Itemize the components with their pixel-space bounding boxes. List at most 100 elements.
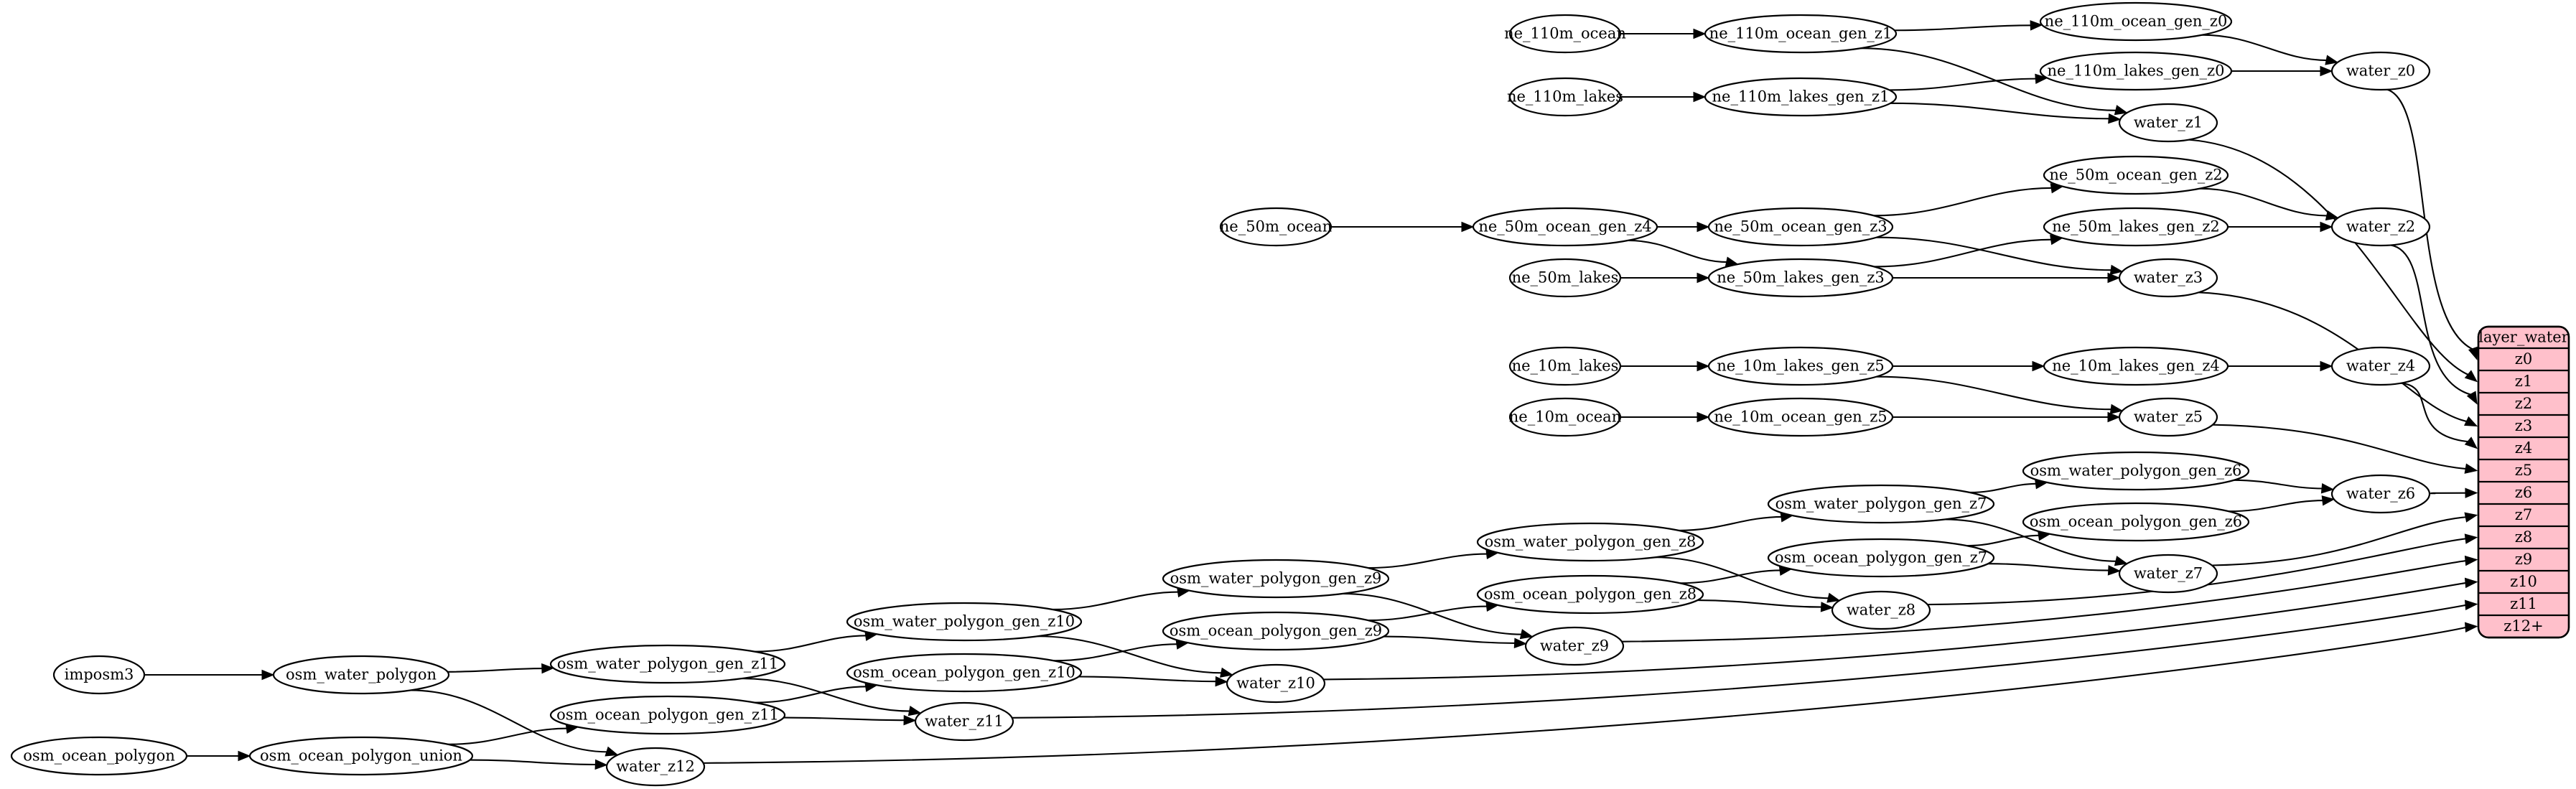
edge-osm_ocean_polygon_union-to-osm_ocean_polygon_gen_z11: [448, 727, 569, 745]
node-shape: [1831, 590, 1931, 630]
node-osm_ocean_polygon_union[interactable]: osm_ocean_polygon_union: [248, 736, 474, 776]
node-label: water_z8: [1847, 602, 1915, 619]
node-ne_110m_lakes_gen_z0[interactable]: ne_110m_lakes_gen_z0: [2039, 51, 2233, 91]
node-osm_ocean_polygon[interactable]: osm_ocean_polygon: [10, 736, 188, 776]
edge-arrowhead: [2108, 113, 2122, 124]
node-water_z3[interactable]: water_z3: [2118, 258, 2218, 298]
node-ne_110m_lakes[interactable]: ne_110m_lakes: [1507, 77, 1623, 117]
node-shape: [2330, 474, 2431, 514]
edge-ne_110m_ocean_gen_z1-to-water_z1: [1860, 47, 2117, 111]
node-shape: [1162, 611, 1390, 651]
edge-osm_water_polygon_gen_z7-to-water_z7: [1944, 518, 2117, 562]
node-ne_50m_ocean[interactable]: ne_50m_ocean: [1220, 207, 1332, 247]
edge-ne_50m_ocean_gen_z3-to-ne_50m_ocean_gen_z2: [1873, 187, 2053, 217]
node-label: ne_10m_ocean_gen_z5: [1714, 408, 1887, 426]
node-label: water_z10: [1236, 675, 1315, 692]
node-label: osm_water_polygon_gen_z7: [1775, 495, 1987, 513]
node-imposm3[interactable]: imposm3: [52, 655, 146, 695]
edge-arrowhead: [2464, 622, 2478, 632]
node-ne_50m_ocean_gen_z4[interactable]: ne_50m_ocean_gen_z4: [1472, 207, 1658, 247]
node-ne_110m_ocean_gen_z0[interactable]: ne_110m_ocean_gen_z0: [2039, 1, 2233, 42]
node-ne_10m_lakes_gen_z5[interactable]: ne_10m_lakes_gen_z5: [1707, 346, 1894, 386]
node-shape: [846, 602, 1083, 642]
edge-arrowhead: [2030, 20, 2043, 31]
edge-water_z8-to-layer_water-z8: [1927, 538, 2468, 606]
node-osm_water_polygon_gen_z11[interactable]: osm_water_polygon_gen_z11: [549, 644, 786, 684]
node-ne_50m_ocean_gen_z3[interactable]: ne_50m_ocean_gen_z3: [1707, 207, 1894, 247]
node-shape: [2043, 346, 2229, 386]
node-label: ne_10m_ocean: [1509, 408, 1621, 426]
node-osm_ocean_polygon_gen_z6[interactable]: osm_ocean_polygon_gen_z6: [2022, 502, 2250, 542]
edge-arrowhead: [1693, 91, 1707, 103]
node-water_z10[interactable]: water_z10: [1226, 663, 1326, 704]
node-shape: [1707, 258, 1894, 298]
node-osm_water_polygon[interactable]: osm_water_polygon: [272, 655, 450, 695]
node-water_z1[interactable]: water_z1: [2118, 103, 2218, 143]
node-ne_10m_lakes[interactable]: ne_10m_lakes: [1508, 346, 1622, 386]
edge-arrowhead: [2109, 403, 2124, 415]
edge-arrowhead: [2464, 577, 2478, 589]
node-osm_ocean_polygon_gen_z10[interactable]: osm_ocean_polygon_gen_z10: [846, 653, 1083, 693]
node-label: osm_water_polygon_gen_z10: [854, 613, 1075, 630]
node-ne_50m_lakes[interactable]: ne_50m_lakes: [1508, 258, 1622, 298]
node-shape: [1707, 397, 1894, 437]
edge-water_z2-to-layer_water-z2: [2390, 244, 2473, 396]
node-water_z8[interactable]: water_z8: [1831, 590, 1931, 630]
node-shape: [2118, 397, 2218, 437]
node-ne_110m_ocean[interactable]: ne_110m_ocean: [1504, 14, 1626, 54]
node-shape: [272, 655, 450, 695]
node-osm_ocean_polygon_gen_z11[interactable]: osm_ocean_polygon_gen_z11: [549, 695, 786, 735]
edge-arrowhead: [2468, 346, 2478, 360]
node-osm_ocean_polygon_gen_z8[interactable]: osm_ocean_polygon_gen_z8: [1476, 574, 1704, 615]
node-ne_10m_lakes_gen_z4[interactable]: ne_10m_lakes_gen_z4: [2043, 346, 2229, 386]
edge-osm_ocean_polygon_gen_z6-to-water_z6: [2229, 499, 2324, 513]
edge-water_z3-to-layer_water-z3: [2198, 291, 2468, 423]
edge-arrowhead: [1820, 602, 1834, 612]
node-ne_50m_lakes_gen_z2[interactable]: ne_50m_lakes_gen_z2: [2043, 207, 2229, 247]
node-osm_ocean_polygon_gen_z9[interactable]: osm_ocean_polygon_gen_z9: [1162, 611, 1390, 651]
node-water_z5[interactable]: water_z5: [2118, 397, 2218, 437]
node-shape: [1767, 538, 1995, 578]
node-ne_110m_lakes_gen_z1[interactable]: ne_110m_lakes_gen_z1: [1704, 77, 1898, 117]
edge-osm_ocean_polygon_gen_z8-to-water_z8: [1697, 599, 1823, 608]
node-ne_10m_ocean_gen_z5[interactable]: ne_10m_ocean_gen_z5: [1707, 397, 1894, 437]
node-label: osm_water_polygon_gen_z6: [2030, 462, 2242, 480]
node-label: osm_ocean_polygon_gen_z8: [1484, 586, 1697, 603]
table-cell-label: z7: [2515, 506, 2532, 523]
table-cell-label: z11: [2510, 595, 2537, 612]
edge-water_z11-to-layer_water-z11: [1012, 604, 2468, 719]
node-shape: [1226, 663, 1326, 704]
table-cell-label: z4: [2515, 439, 2532, 457]
node-osm_water_polygon_gen_z7[interactable]: osm_water_polygon_gen_z7: [1767, 484, 1995, 524]
node-osm_water_polygon_gen_z9[interactable]: osm_water_polygon_gen_z9: [1162, 559, 1390, 599]
node-water_z11[interactable]: water_z11: [914, 701, 1014, 742]
edge-arrowhead: [2114, 556, 2128, 566]
node-ne_50m_ocean_gen_z2[interactable]: ne_50m_ocean_gen_z2: [2043, 155, 2229, 195]
node-label: water_z3: [2134, 269, 2203, 286]
node-ne_50m_lakes_gen_z3[interactable]: ne_50m_lakes_gen_z3: [1707, 258, 1894, 298]
edge-osm_ocean_polygon_gen_z11-to-osm_ocean_polygon_gen_z10: [755, 686, 867, 704]
node-shape: [2043, 155, 2229, 195]
edge-osm_water_polygon_gen_z9-to-osm_water_polygon_gen_z8: [1368, 553, 1488, 569]
node-osm_water_polygon_gen_z6[interactable]: osm_water_polygon_gen_z6: [2022, 451, 2250, 491]
node-ne_110m_ocean_gen_z1[interactable]: ne_110m_ocean_gen_z1: [1704, 14, 1898, 54]
node-water_z2[interactable]: water_z2: [2330, 207, 2431, 247]
node-ne_10m_ocean[interactable]: ne_10m_ocean: [1509, 397, 1621, 437]
node-osm_water_polygon_gen_z10[interactable]: osm_water_polygon_gen_z10: [846, 602, 1083, 642]
node-water_z4[interactable]: water_z4: [2330, 346, 2431, 386]
node-water_z9[interactable]: water_z9: [1524, 626, 1625, 666]
table-cell-label: z2: [2515, 395, 2532, 412]
node-water_z0[interactable]: water_z0: [2330, 51, 2431, 91]
edge-arrowhead: [2032, 360, 2045, 372]
node-water_z12[interactable]: water_z12: [605, 747, 706, 787]
node-shape: [914, 701, 1014, 742]
table-cell-label: z5: [2515, 462, 2532, 479]
node-osm_ocean_polygon_gen_z7[interactable]: osm_ocean_polygon_gen_z7: [1767, 538, 1995, 578]
node-osm_water_polygon_gen_z8[interactable]: osm_water_polygon_gen_z8: [1476, 522, 1704, 562]
node-label: osm_water_polygon_gen_z11: [557, 655, 778, 673]
node-water_z7[interactable]: water_z7: [2118, 554, 2218, 594]
node-water_z6[interactable]: water_z6: [2330, 474, 2431, 514]
edge-osm_water_polygon_gen_z8-to-osm_water_polygon_gen_z7: [1679, 515, 1783, 531]
node-shape: [1704, 77, 1898, 117]
edge-osm_water_polygon_gen_z11-to-osm_water_polygon_gen_z10: [755, 635, 867, 653]
